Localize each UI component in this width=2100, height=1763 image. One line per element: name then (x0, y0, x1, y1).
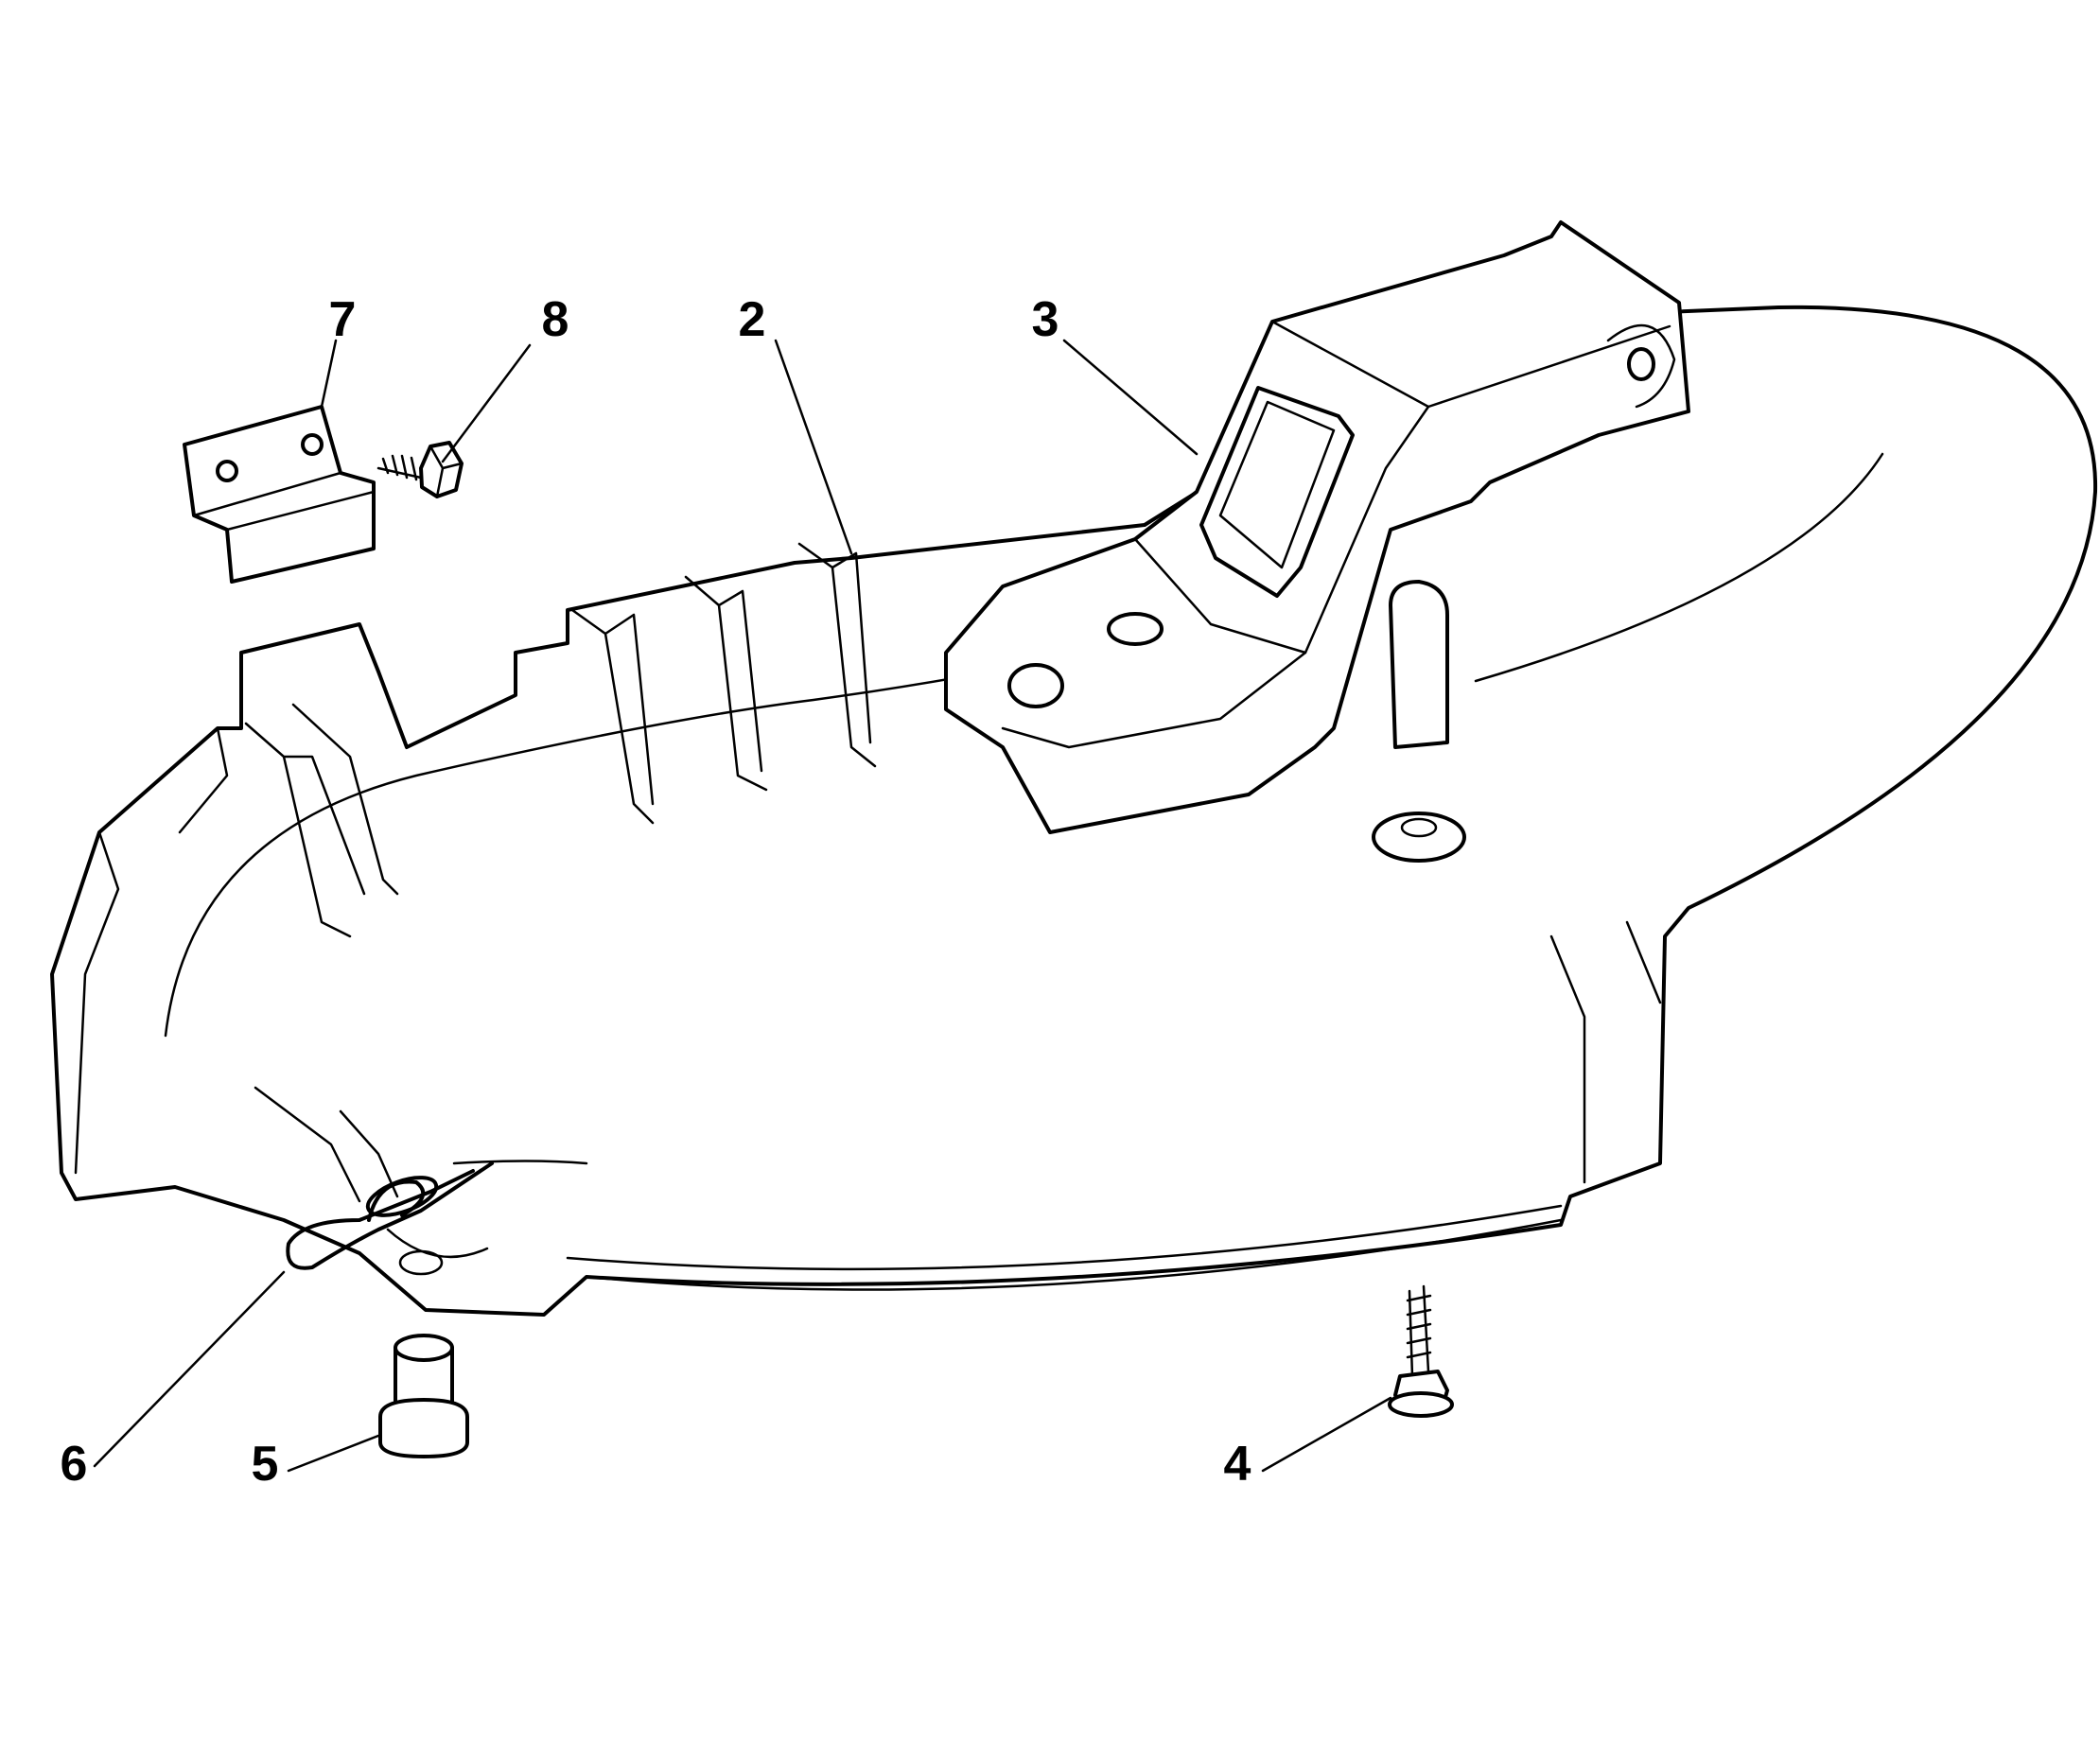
screw-8-flats (429, 445, 464, 498)
pivot-pin (378, 1334, 469, 1458)
hinge-block-face (1001, 405, 1430, 749)
callout-4: 4 (1224, 1437, 1251, 1492)
housing-lower-edge (566, 1204, 1563, 1291)
callout-5: 5 (252, 1437, 279, 1492)
leader-6 (93, 1270, 286, 1468)
housing-rib-mid-1 (570, 608, 655, 825)
hinge-block-lug (1606, 323, 1676, 409)
bracket-body (183, 405, 376, 584)
clip-wire (286, 1161, 494, 1270)
bracket (183, 405, 376, 584)
leader-4 (1261, 1396, 1392, 1473)
pin-top (394, 1334, 454, 1362)
leader-8 (441, 343, 532, 463)
hinge-block-hole-top (1107, 612, 1164, 646)
bracket-hole-right (301, 433, 324, 456)
housing-right-flange (1549, 906, 1690, 1184)
hinge-block-inner-edge (1133, 537, 1307, 655)
callout-6: 6 (61, 1437, 88, 1492)
callout-3: 3 (1032, 292, 1059, 347)
flange-screw (1388, 1284, 1454, 1418)
screw-4-shaft (1408, 1284, 1430, 1378)
callout-8: 8 (542, 292, 569, 347)
hinge-block-lug-hole (1627, 347, 1655, 381)
screw-8-thread (376, 454, 423, 481)
hinge-block-window (1199, 386, 1355, 598)
bracket-fold (192, 471, 376, 532)
callout-7: 7 (329, 292, 357, 347)
screw-4-flange (1388, 1391, 1454, 1418)
screw-4-thread (1406, 1294, 1432, 1359)
clip-loop (365, 1176, 439, 1217)
housing-rib-left-1 (244, 722, 366, 938)
clip-mount-hole (398, 1249, 444, 1276)
housing-post (1389, 580, 1449, 749)
leader-2 (774, 339, 853, 555)
housing-rib-mid-2 (684, 575, 768, 792)
leader-5 (287, 1434, 380, 1473)
deck-spacer-hole (1400, 817, 1438, 838)
housing-rib-mid-3 (797, 542, 877, 768)
hinge-block (944, 220, 1690, 834)
housing-left-edge (74, 726, 229, 1175)
clip-mount (254, 1086, 588, 1259)
housing-rib-left-2 (291, 703, 399, 896)
bracket-hole-left (216, 460, 238, 482)
hinge-block-hole-front (1007, 663, 1064, 708)
pin-flange (378, 1398, 469, 1458)
callout-2: 2 (739, 292, 766, 347)
leader-3 (1062, 339, 1199, 456)
self-tapping-screw (376, 441, 464, 498)
hair-pin-clip (286, 1161, 494, 1270)
leader-7 (320, 339, 338, 409)
hinge-block-window-inner (1218, 400, 1336, 569)
